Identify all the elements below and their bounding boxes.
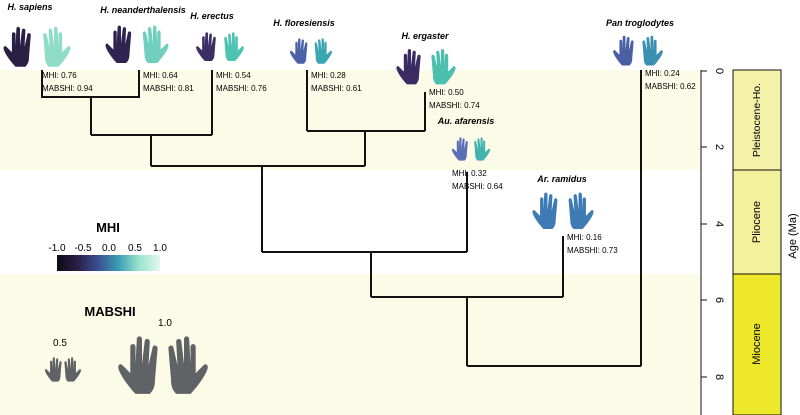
floresiensis-mabshi-value: MABSHI: 0.61: [311, 84, 362, 93]
neanderthalensis-mhi-value: MHI: 0.64: [143, 71, 178, 80]
mhi-legend-title: MHI: [96, 220, 120, 235]
sapiens-right-hand-icon: [43, 26, 71, 67]
mabshi-large-label: 1.0: [158, 318, 172, 329]
erectus-left-hand-icon: [196, 32, 216, 61]
ramidus-mabshi-value: MABSHI: 0.73: [567, 246, 618, 255]
axis-tick-label-8: 8: [713, 374, 725, 380]
band-pleistocene: [0, 70, 700, 170]
band-miocene: [0, 274, 700, 415]
mhi-tick-label-2: 0.0: [102, 243, 116, 254]
troglodytes-right-hand-icon: [642, 35, 663, 66]
epoch-label-pleistocene: Pleistocene-Ho.: [751, 83, 763, 157]
troglodytes-name: Pan troglodytes: [606, 18, 674, 28]
ramidus-mhi-value: MHI: 0.16: [567, 233, 602, 242]
mhi-legend: MHI -1.0 -0.5 0.0 0.5 1.0: [48, 220, 167, 271]
erectus-mhi-value: MHI: 0.54: [216, 71, 251, 80]
afarensis-name: Au. afarensis: [437, 116, 495, 126]
afarensis-mhi-value: MHI: 0.32: [452, 169, 487, 178]
ergaster-mabshi-value: MABSHI: 0.74: [429, 101, 480, 110]
floresiensis-right-hand-icon: [314, 38, 333, 64]
floresiensis-name: H. floresiensis: [273, 18, 335, 28]
troglodytes-left-hand-icon: [613, 35, 634, 66]
mabshi-legend-title: MABSHI: [84, 304, 135, 319]
neanderthalensis-mabshi-value: MABSHI: 0.81: [143, 84, 194, 93]
floresiensis-mhi-value: MHI: 0.28: [311, 71, 346, 80]
epoch-label-miocene: Miocene: [751, 323, 763, 365]
mhi-tick-label-4: 1.0: [153, 243, 167, 254]
neanderthalensis-left-hand-icon: [105, 25, 132, 64]
ramidus-name: Ar. ramidus: [536, 174, 587, 184]
epoch-box-pleistocene: [732, 69, 782, 171]
sapiens-left-hand-icon: [3, 26, 31, 67]
erectus-right-hand-icon: [224, 32, 244, 61]
sapiens-mabshi-value: MABSHI: 0.94: [42, 84, 93, 93]
troglodytes-mabshi-value: MABSHI: 0.62: [645, 82, 696, 91]
sapiens-name: H. sapiens: [7, 2, 52, 12]
erectus-mabshi-value: MABSHI: 0.76: [216, 84, 267, 93]
axis-tick-label-2: 2: [713, 144, 725, 150]
epoch-box-pliocene: [732, 169, 782, 275]
mabshi-legend: MABSHI 0.5 1.0: [44, 304, 208, 394]
floresiensis-left-hand-icon: [289, 38, 308, 64]
sapiens-mhi-value: MHI: 0.76: [42, 71, 77, 80]
neanderthalensis-name: H. neanderthalensis: [100, 5, 186, 15]
mhi-colorbar: [57, 255, 160, 271]
axis-title: Age (Ma): [787, 213, 799, 258]
neanderthalensis-right-hand-icon: [142, 25, 169, 64]
mabshi-small-label: 0.5: [53, 338, 67, 349]
axis-tick-label-0: 0: [713, 68, 725, 74]
axis-tick-label-4: 4: [713, 221, 725, 227]
epoch-label-pliocene: Pliocene: [751, 201, 763, 243]
age-axis: 0 2 4 6 8 Pleistocene-Ho. Pliocene Mioce…: [700, 68, 799, 415]
erectus-name: H. erectus: [190, 11, 234, 21]
ergaster-mhi-value: MHI: 0.50: [429, 88, 464, 97]
mhi-tick-label-3: 0.5: [128, 243, 142, 254]
ergaster-name: H. ergaster: [401, 31, 449, 41]
afarensis-mabshi-value: MABSHI: 0.64: [452, 182, 503, 191]
axis-tick-label-6: 6: [713, 297, 725, 303]
troglodytes-mhi-value: MHI: 0.24: [645, 69, 680, 78]
mhi-tick-label-1: -0.5: [74, 243, 92, 254]
phylogenetic-tree: [41, 70, 642, 367]
epoch-box-miocene: [732, 273, 782, 415]
mhi-tick-label-0: -1.0: [48, 243, 66, 254]
